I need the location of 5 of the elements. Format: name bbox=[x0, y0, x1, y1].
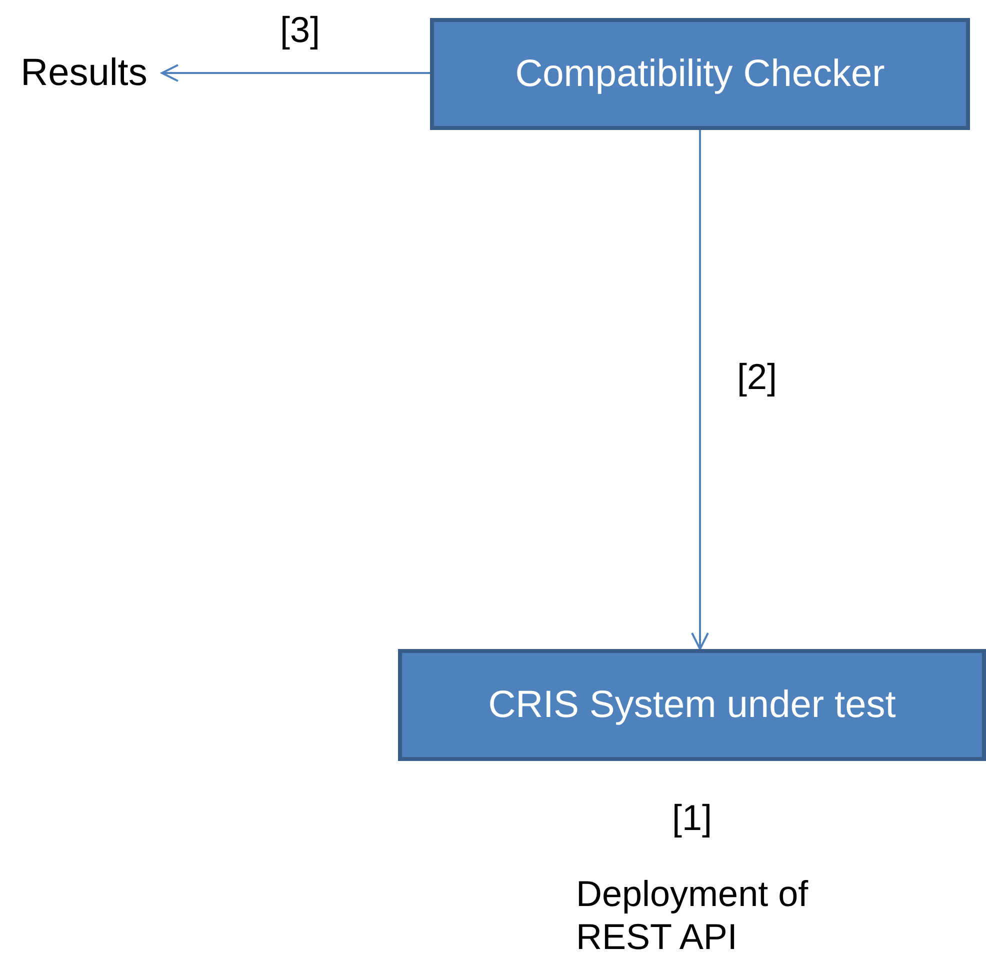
process-box: CRIS System under test bbox=[398, 649, 986, 761]
node-label: Results bbox=[8, 50, 160, 96]
process-box: Compatibility Checker bbox=[430, 18, 970, 130]
arrow bbox=[161, 64, 430, 82]
arrow bbox=[691, 130, 709, 650]
